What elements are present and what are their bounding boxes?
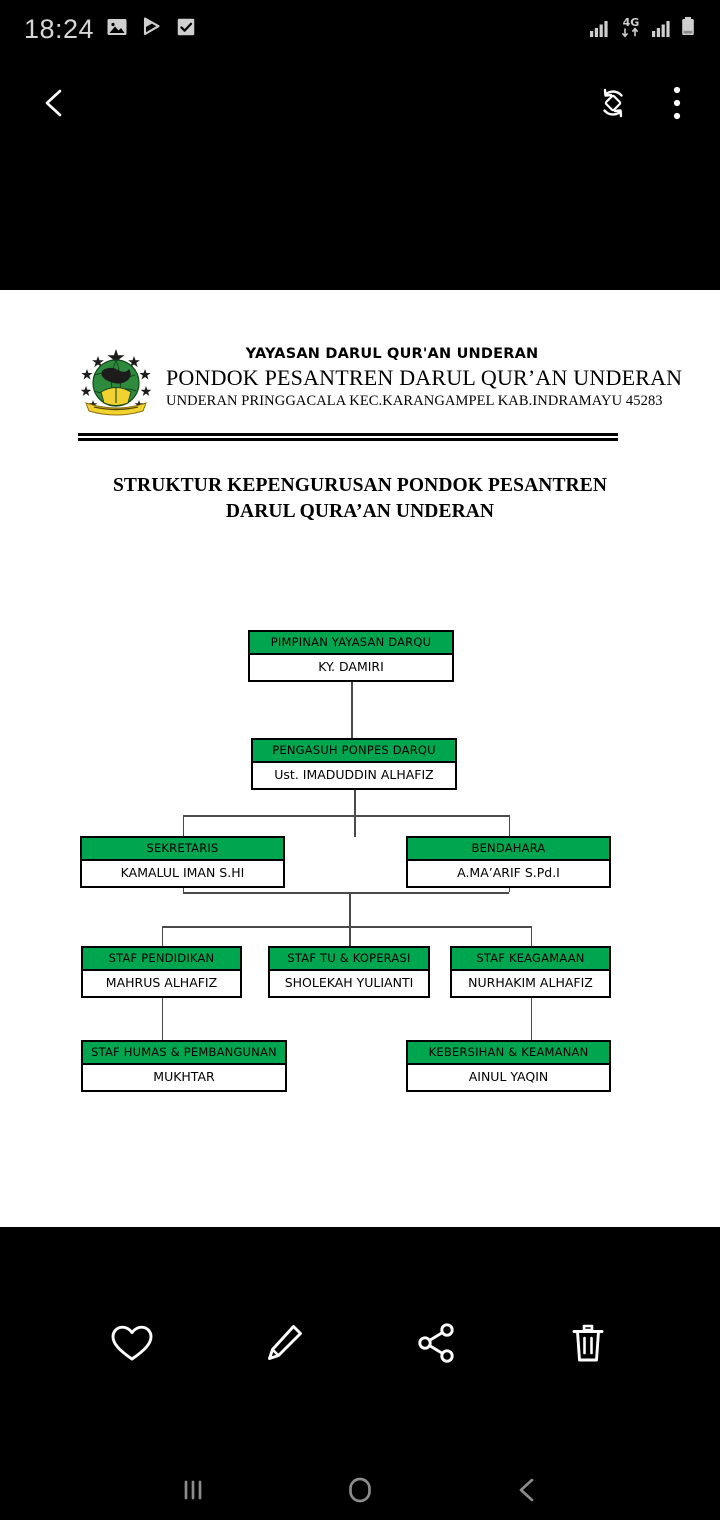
- org-connector-pengasuh-stem: [354, 784, 356, 837]
- org-node-name: KAMALUL IMAN S.HI: [82, 861, 283, 886]
- org-node-title: STAF TU & KOPERASI: [270, 948, 428, 972]
- play-store-icon: [140, 15, 164, 44]
- action-bar: [0, 1227, 720, 1459]
- org-node-name: SHOLEKAH YULIANTI: [270, 971, 428, 996]
- edit-button[interactable]: [252, 1311, 316, 1375]
- share-button[interactable]: [404, 1311, 468, 1375]
- letterhead-divider: [78, 433, 618, 441]
- letterhead-line-1: YAYASAN DARUL QUR'AN UNDERAN: [245, 346, 539, 362]
- document-sheet[interactable]: YAYASAN DARUL QUR'AN UNDERAN PONDOK PESA…: [0, 290, 720, 1227]
- org-connector-to-pendidikan: [161, 926, 163, 946]
- 4g-data-icon: 4G: [618, 15, 644, 44]
- status-clock: 18:24: [24, 13, 95, 44]
- org-connector-to-keagamaan: [530, 926, 532, 946]
- letterhead-text: YAYASAN DARUL QUR'AN UNDERAN PONDOK PESA…: [166, 345, 683, 411]
- page-title: STRUKTUR KEPENGURUSAN PONDOK PESANTREN D…: [112, 475, 608, 523]
- favorite-button[interactable]: [100, 1311, 164, 1375]
- org-connector-to-tu: [349, 926, 351, 946]
- status-bar-right: 4G: [589, 15, 696, 44]
- org-connector-level2-bus: [182, 815, 509, 817]
- org-node-title: STAF KEAGAMAAN: [452, 948, 609, 972]
- status-bar-left: 18:24: [24, 14, 197, 45]
- org-node-title: PENGASUH PONPES DARQU: [253, 740, 455, 764]
- org-node-name: MUKHTAR: [83, 1065, 285, 1090]
- battery-icon: [680, 15, 696, 44]
- org-node-title: BENDAHARA: [408, 838, 609, 862]
- org-node-title: PIMPINAN YAYASAN DARQU: [250, 632, 452, 656]
- org-connector-level3-merge: [182, 892, 509, 894]
- org-connector-keagamaan-kebersihan: [530, 992, 532, 1040]
- org-node-title: SEKRETARIS: [82, 838, 283, 862]
- back-button[interactable]: [499, 1467, 555, 1513]
- nahdlatul-ulama-emblem-icon: [78, 347, 154, 419]
- org-node-name: A.MA’ARIF S.Pd.I: [408, 861, 609, 886]
- back-arrow-icon[interactable]: [38, 86, 72, 120]
- gallery-icon: [105, 15, 129, 44]
- org-node-name: Ust. IMADUDDIN ALHAFIZ: [253, 763, 455, 788]
- letterhead-line-2: PONDOK PESANTREN DARUL QUR’AN UNDERAN: [166, 364, 683, 390]
- org-node-name: KY. DAMIRI: [250, 655, 452, 680]
- app-bar-actions: [594, 84, 682, 122]
- org-connector-level3-drop: [349, 892, 351, 926]
- delete-button[interactable]: [556, 1311, 620, 1375]
- org-node-title: KEBERSIHAN & KEAMANAN: [408, 1042, 609, 1066]
- signal-bars-icon: [589, 17, 611, 44]
- org-node-name: NURHAKIM ALHAFIZ: [452, 971, 609, 996]
- auto-rotate-icon[interactable]: [594, 84, 632, 122]
- recents-button[interactable]: [165, 1467, 221, 1513]
- home-button[interactable]: [332, 1467, 388, 1513]
- letterhead-line-3: UNDERAN PRINGGACALA KEC.KARANGAMPEL KAB.…: [166, 393, 663, 410]
- org-connector-level3-bus: [161, 926, 531, 928]
- org-node-name: AINUL YAQIN: [408, 1065, 609, 1090]
- android-nav-bar: [0, 1459, 720, 1520]
- org-node-name: MAHRUS ALHAFIZ: [83, 971, 240, 996]
- overflow-menu-icon[interactable]: [672, 85, 682, 121]
- org-node-title: STAF PENDIDIKAN: [83, 948, 240, 972]
- org-connector-pendidikan-humas: [161, 992, 163, 1040]
- status-bar: 18:24 4G: [0, 0, 720, 58]
- org-connector-to-bendahara: [508, 815, 510, 836]
- signal-bars-2-icon: [651, 17, 673, 44]
- letterhead: YAYASAN DARUL QUR'AN UNDERAN PONDOK PESA…: [78, 345, 683, 437]
- checkbox-icon: [175, 16, 197, 43]
- org-node-title: STAF HUMAS & PEMBANGUNAN: [83, 1042, 285, 1066]
- org-connector-to-sekretaris: [182, 815, 184, 836]
- svg-text:4G: 4G: [623, 16, 640, 29]
- app-bar: [0, 58, 720, 148]
- org-connector-pimpinan-pengasuh: [351, 676, 353, 738]
